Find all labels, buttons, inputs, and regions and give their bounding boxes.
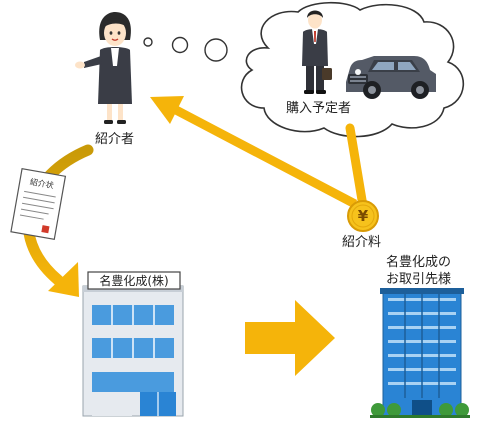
thought-bubble-large — [204, 38, 228, 62]
curve-arrow-head — [48, 262, 79, 297]
thought-bubble-small — [143, 37, 153, 47]
document-title: 紹介状 — [29, 176, 54, 190]
arrow-head — [150, 96, 184, 124]
company-name-label: 名豊化成(株) — [99, 274, 169, 288]
fee-arrow — [150, 96, 368, 211]
introducer-person-icon — [75, 12, 132, 124]
car-icon — [346, 56, 436, 99]
transfer-arrow — [245, 300, 335, 376]
referral-document-icon — [10, 167, 67, 241]
seal-stamp — [41, 225, 50, 234]
partner-building-icon — [370, 288, 470, 418]
prospect-label: 購入予定者 — [286, 101, 352, 116]
introducer-label: 紹介者 — [95, 132, 135, 147]
fee-coin-icon — [347, 200, 379, 232]
fee-label: 紹介料 — [342, 235, 382, 250]
thought-bubble-medium — [171, 36, 189, 54]
partner-label-line1: 名豊化成の — [386, 255, 452, 270]
fee-symbol: ¥ — [358, 207, 369, 225]
company-building-icon — [82, 271, 184, 417]
tree-icons — [370, 403, 470, 418]
prospect-person-icon — [302, 10, 332, 94]
partner-label-line2: お取引先様 — [386, 272, 452, 287]
company-sign — [87, 271, 181, 290]
